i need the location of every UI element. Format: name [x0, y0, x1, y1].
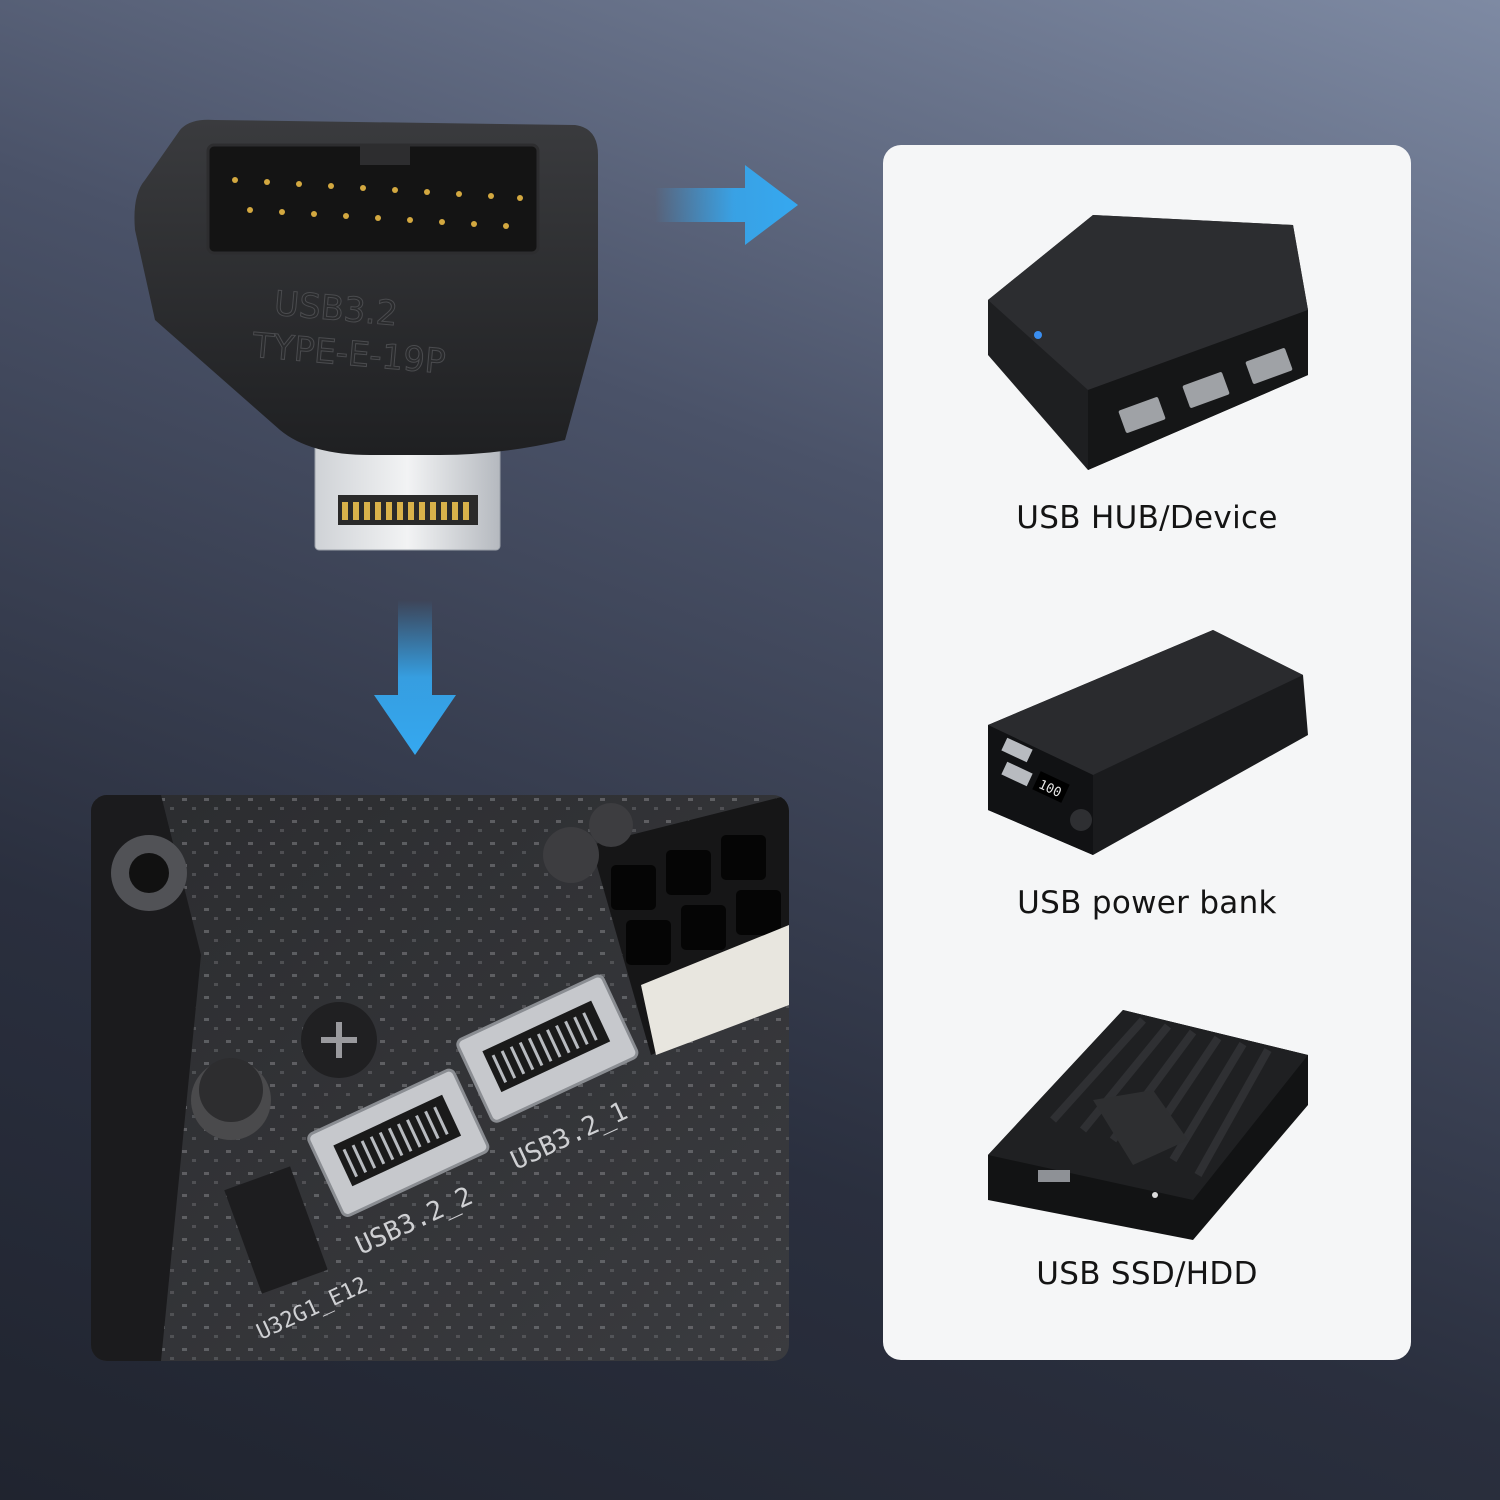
device-panel: USB HUB/Device 100 USB power bank USB SS… — [883, 145, 1411, 1360]
power-bank-icon: 100 — [988, 630, 1308, 855]
arrow-down-icon — [374, 600, 456, 755]
device-label-usb-hub: USB HUB/Device — [1016, 500, 1278, 536]
device-label-power-bank: USB power bank — [1017, 885, 1277, 921]
usb-type-e-adapter: USB3.2 TYPE-E-19P — [134, 119, 598, 551]
arrow-right-icon — [655, 165, 798, 245]
external-drive-icon — [988, 1010, 1308, 1240]
device-label-ssd-hdd: USB SSD/HDD — [1036, 1256, 1258, 1292]
motherboard-photo: USB3.2_2 USB3.2_1 U32G1_E12 — [91, 795, 789, 1361]
usb-hub-icon — [988, 215, 1308, 470]
